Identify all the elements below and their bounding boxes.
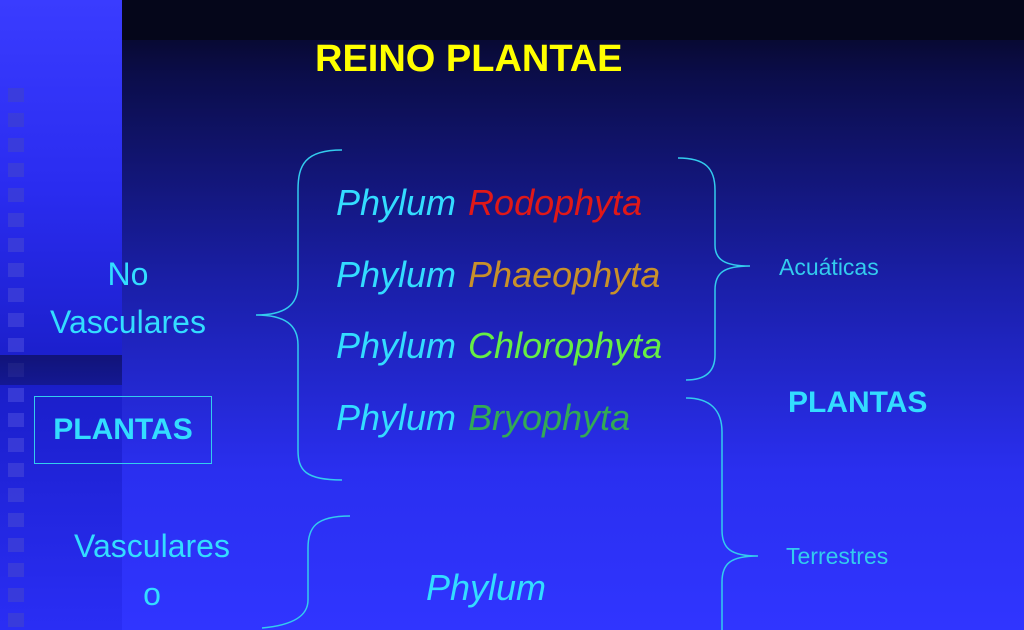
phylum-bryophyta: Phylum Bryophyta xyxy=(336,397,630,439)
no-vasculares-line2: Vasculares xyxy=(50,304,206,340)
phylum-prefix: Phylum xyxy=(336,397,457,438)
vasculares-line1: Vasculares xyxy=(74,528,230,564)
acuaticas-brace xyxy=(677,157,751,381)
phylum-name: Rodophyta xyxy=(468,182,643,223)
no-vasculares-label: No Vasculares xyxy=(28,250,228,346)
phylum-phaeophyta: Phylum Phaeophyta xyxy=(336,254,660,296)
phylum-chlorophyta: Phylum Chlorophyta xyxy=(336,325,662,367)
plantas-right-label: PLANTAS xyxy=(788,386,928,419)
phylum-name: Phaeophyta xyxy=(468,254,661,295)
phylum-name: Bryophyta xyxy=(468,397,631,438)
phylum-prefix: Phylum xyxy=(336,182,457,223)
no-vasculares-brace xyxy=(255,149,343,481)
plantas-boxed-label: PLANTAS xyxy=(34,396,212,464)
page-title: REINO PLANTAE xyxy=(315,38,623,80)
phylum-prefix: Phylum xyxy=(336,254,457,295)
vasculares-brace xyxy=(261,515,351,629)
decorative-dark-band xyxy=(0,355,122,385)
top-dark-band xyxy=(122,0,1024,40)
phylum-name: Chlorophyta xyxy=(468,325,663,366)
vasculares-line2: o xyxy=(143,576,161,612)
phylum-prefix: Phylum xyxy=(336,325,457,366)
bottom-phylum: Phylum xyxy=(426,567,547,608)
no-vasculares-line1: No xyxy=(107,256,149,292)
terrestres-brace xyxy=(685,397,759,630)
acuaticas-label: Acuáticas xyxy=(779,254,879,280)
vasculares-label: Vasculares o xyxy=(52,522,252,618)
terrestres-label: Terrestres xyxy=(786,543,889,569)
phylum-rodophyta: Phylum Rodophyta xyxy=(336,182,642,224)
